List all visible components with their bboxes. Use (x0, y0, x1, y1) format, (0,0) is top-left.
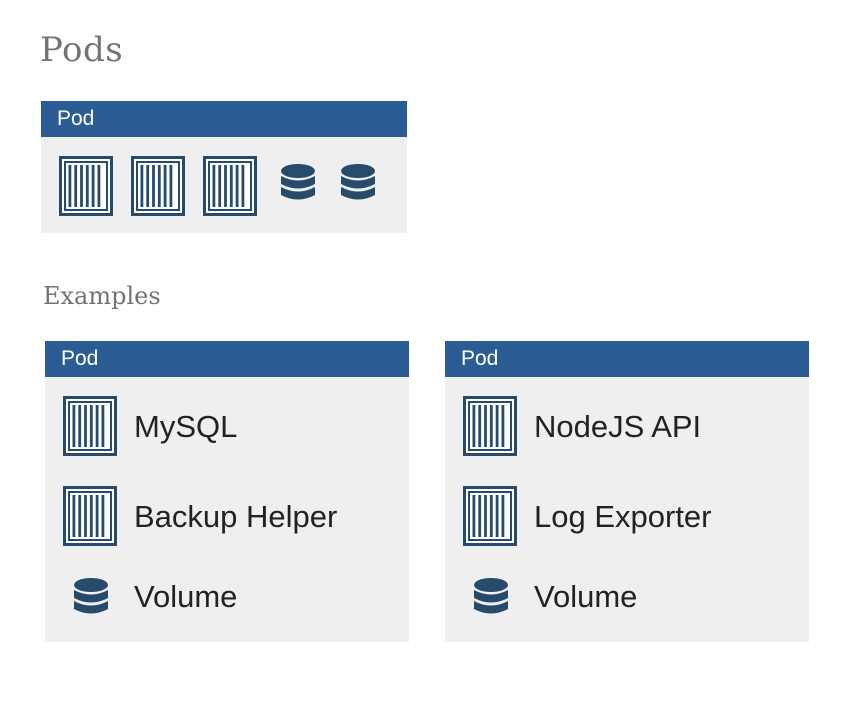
container-label-log-exporter: Log Exporter (534, 499, 712, 534)
container-icon (131, 156, 185, 216)
examples-heading: Examples (43, 282, 161, 310)
example-pod-nodejs: Pod NodeJS API Log Exporter Volume (445, 341, 809, 642)
pod-header: Pod (41, 101, 407, 137)
container-icon (63, 396, 117, 456)
database-icon (472, 577, 510, 621)
container-icon (63, 486, 117, 546)
page-title: Pods (40, 30, 124, 70)
container-label-nodejs-api: NodeJS API (534, 409, 702, 444)
volume-label: Volume (134, 579, 238, 614)
database-icon (72, 577, 110, 621)
container-label-mysql: MySQL (134, 409, 238, 444)
pod-header: Pod (445, 341, 809, 377)
container-icon (203, 156, 257, 216)
container-icon (463, 396, 517, 456)
database-icon (339, 163, 377, 207)
volume-label: Volume (534, 579, 638, 614)
example-pod-mysql: Pod MySQL Backup Helper Volume (45, 341, 409, 642)
container-label-backup-helper: Backup Helper (134, 499, 338, 534)
pod-box: Pod (41, 101, 407, 233)
container-icon (463, 486, 517, 546)
pod-header: Pod (45, 341, 409, 377)
container-icon (59, 156, 113, 216)
database-icon (279, 163, 317, 207)
